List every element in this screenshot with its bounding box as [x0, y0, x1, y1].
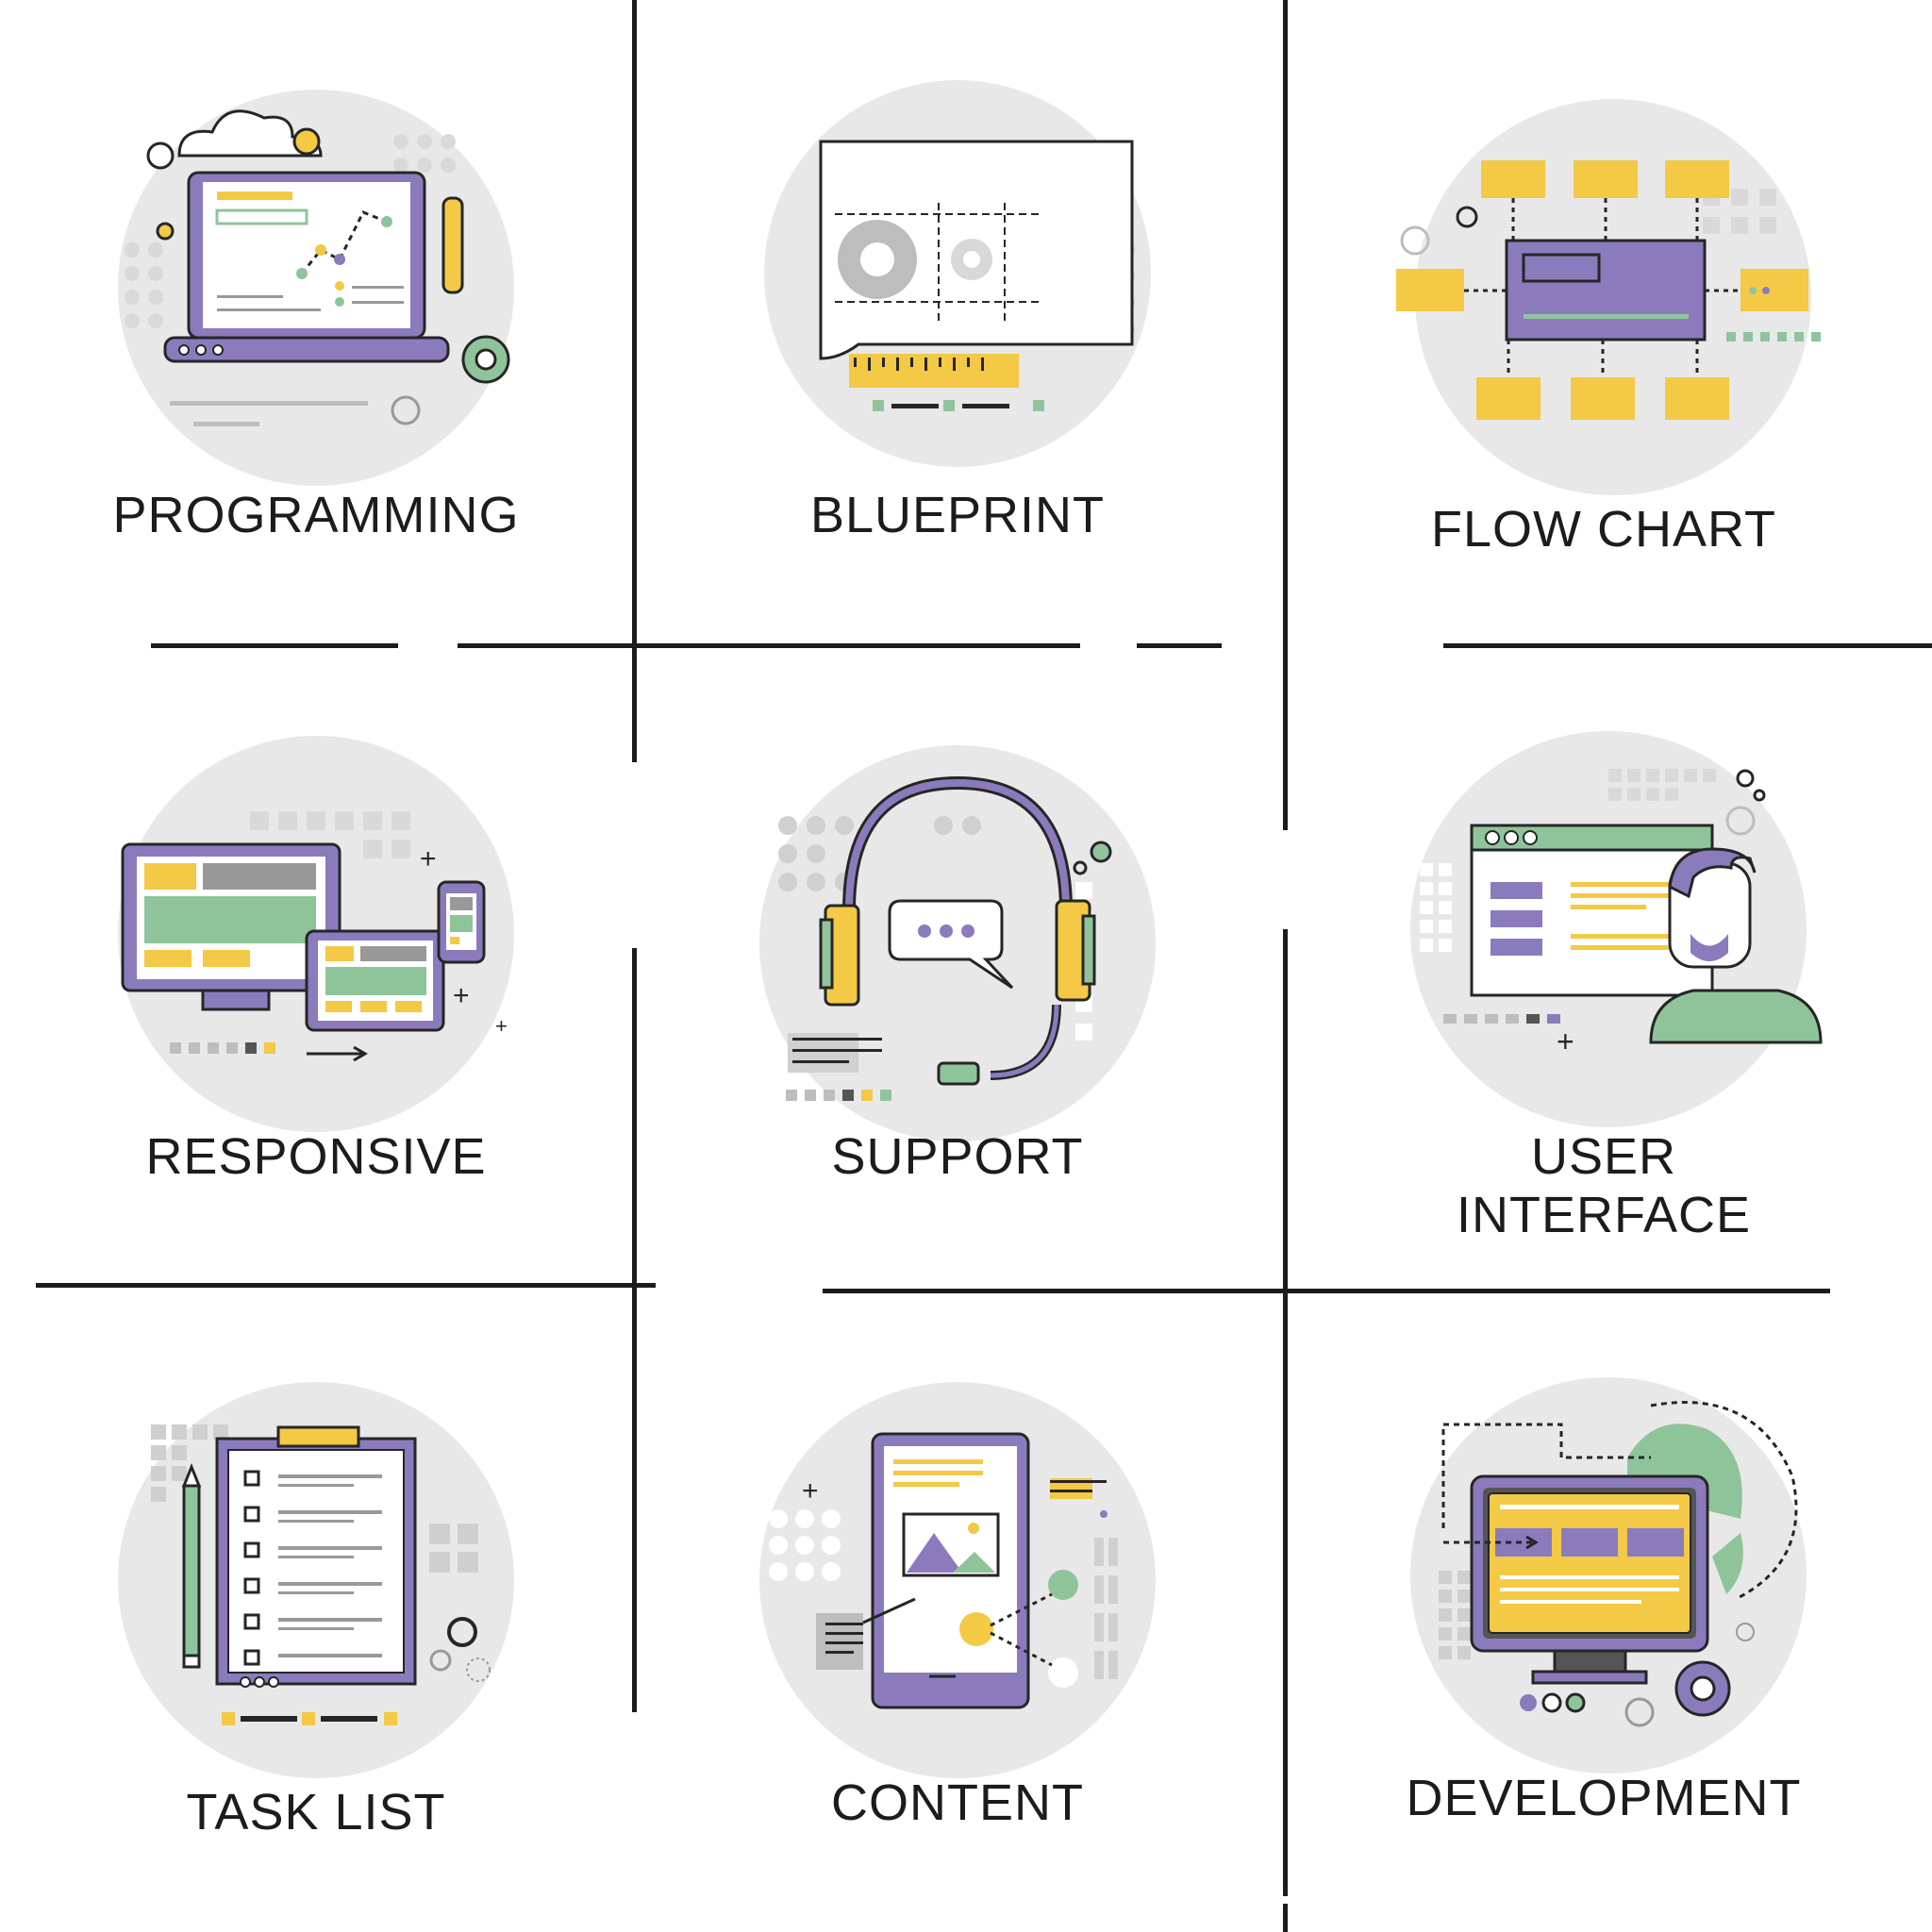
icon-tile-support: SUPPORT	[731, 731, 1184, 1259]
icon-label: DEVELOPMENT	[1406, 1770, 1802, 1826]
icon-tile-development: DEVELOPMENT	[1377, 1373, 1830, 1901]
divider	[36, 1283, 656, 1288]
divider	[151, 643, 398, 648]
icon-label: CONTENT	[831, 1774, 1084, 1831]
svg-text:+: +	[495, 1014, 508, 1038]
user-interface-icon: +	[1410, 731, 1823, 1127]
divider	[632, 948, 637, 1712]
divider	[1283, 1904, 1288, 1932]
svg-text:+: +	[453, 980, 470, 1011]
divider	[1137, 643, 1222, 648]
divider	[632, 0, 637, 762]
svg-text:+: +	[802, 1475, 819, 1507]
icon-tile-content: + CONTENT	[731, 1373, 1184, 1901]
icon-tile-responsive: + + + RESPONSIVE	[90, 731, 542, 1259]
flow-chart-icon	[1396, 99, 1821, 495]
development-icon	[1410, 1377, 1807, 1774]
icon-tile-blueprint: BLUEPRINT	[731, 71, 1184, 599]
icon-label: PROGRAMMING	[112, 487, 520, 543]
divider	[1443, 643, 1932, 648]
icon-tile-user-interface: + USER INTERFACE	[1377, 731, 1830, 1259]
icon-label: BLUEPRINT	[809, 487, 1106, 543]
blueprint-icon	[764, 80, 1151, 467]
svg-text:+: +	[1557, 1024, 1574, 1058]
divider	[1283, 0, 1288, 830]
icon-tile-programming: PROGRAMMING	[90, 71, 542, 599]
icon-label: FLOW CHART	[1430, 501, 1776, 558]
headset-icon	[759, 745, 1156, 1141]
icon-label: TASK LIST	[186, 1784, 446, 1840]
laptop-code-icon	[118, 90, 514, 486]
task-list-icon	[118, 1382, 514, 1778]
icon-label: USER INTERFACE	[1456, 1128, 1752, 1243]
icon-label: RESPONSIVE	[145, 1128, 487, 1185]
icon-tile-flow-chart: FLOW CHART	[1377, 85, 1830, 613]
svg-text:+: +	[420, 843, 437, 874]
divider	[458, 643, 1080, 648]
divider	[1283, 929, 1288, 1896]
icon-tile-task-list: TASK LIST	[90, 1382, 542, 1910]
mobile-content-icon: +	[759, 1382, 1156, 1778]
responsive-devices-icon: + + +	[118, 736, 514, 1132]
icon-label: SUPPORT	[831, 1128, 1084, 1185]
divider	[823, 1289, 1830, 1293]
